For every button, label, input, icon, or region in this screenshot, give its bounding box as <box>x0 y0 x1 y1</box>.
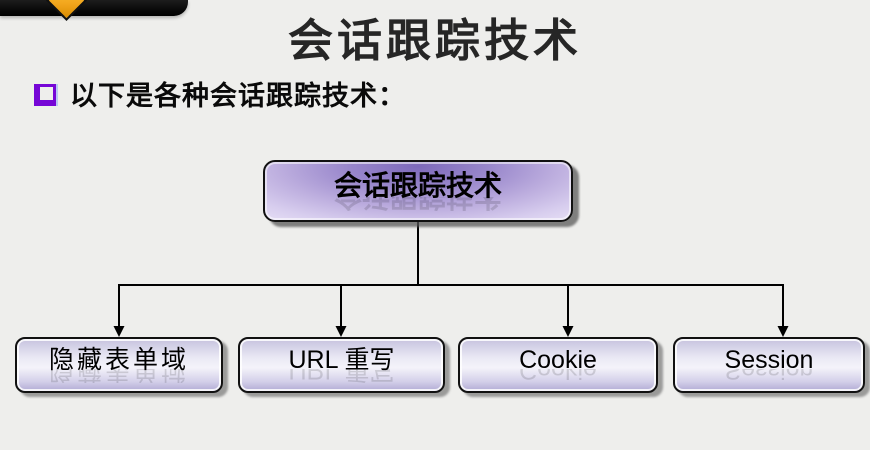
diagram-root-node: 会话跟踪技术 会话跟踪技术 <box>263 160 573 222</box>
diagram-node-cookie: Cookie Cookie <box>458 337 658 393</box>
label-reflection: Cookie <box>519 369 597 384</box>
top-left-decoration-bar <box>0 0 188 22</box>
diagram-node-label: Cookie <box>519 345 597 374</box>
diagram-node-label: 隐藏表单域 <box>48 344 189 374</box>
slide-title: 会话跟踪技术 <box>287 14 582 67</box>
bullet-row: 以下是各种会话跟踪技术： <box>34 74 406 113</box>
arrowhead-icon <box>777 326 789 337</box>
arrowhead-icon <box>562 326 574 337</box>
label-reflection: Session <box>724 369 814 384</box>
label-reflection: 会话跟踪技术 <box>334 197 502 211</box>
diagram-node-label: URL 重写 <box>288 345 395 374</box>
bullet-text: 以下是各种会话跟踪技术： <box>70 81 406 111</box>
diagram-node-label: Session <box>724 345 814 374</box>
diagram-node-session: Session Session <box>673 337 865 393</box>
diagram-node-hidden-form-field: 隐藏表单域 隐藏表单域 <box>15 337 223 393</box>
label-reflection: 隐藏表单域 <box>49 369 189 383</box>
label-reflection: URL 重写 <box>288 369 395 384</box>
diagram-root-label: 会话跟踪技术 <box>333 170 502 202</box>
diagram-node-url-rewrite: URL 重写 URL 重写 <box>238 337 445 393</box>
arrowhead-icon <box>113 326 125 337</box>
arrowhead-icon <box>335 326 347 337</box>
square-bullet-icon <box>34 83 56 106</box>
